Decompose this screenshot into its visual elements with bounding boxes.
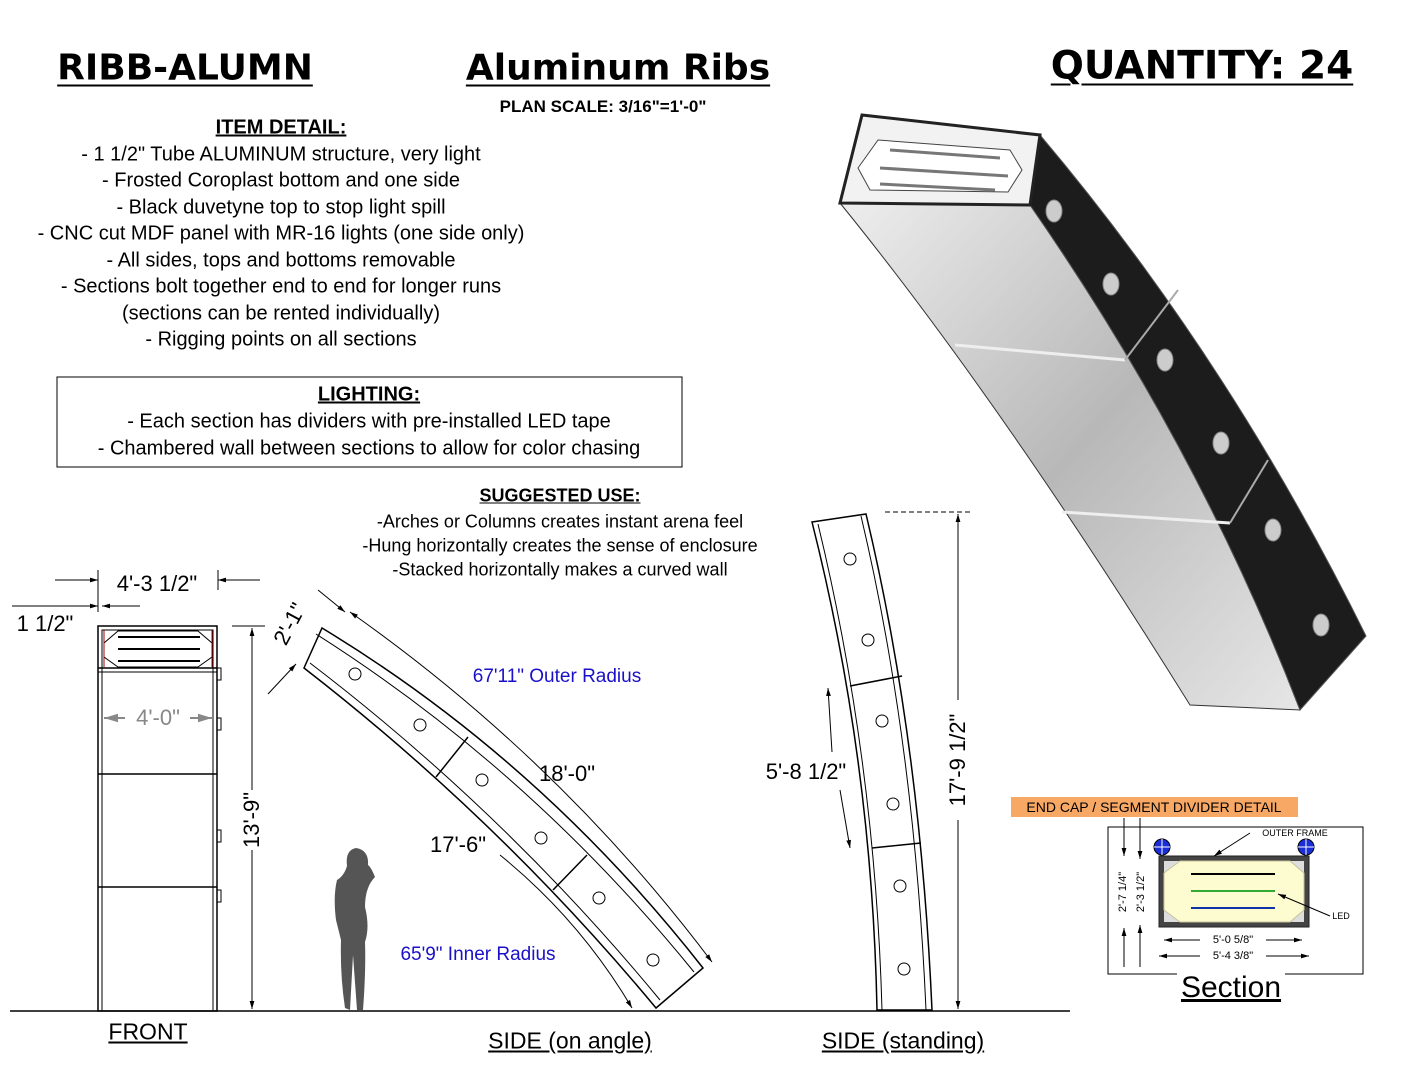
plan-scale: PLAN SCALE: 3/16"=1'-0" — [499, 97, 707, 116]
quantity: QUANTITY: 24 — [1050, 43, 1354, 89]
front-view — [12, 570, 265, 1012]
item-detail-line: - All sides, tops and bottoms removable — [106, 249, 456, 272]
item-detail-heading: ITEM DETAIL: — [215, 116, 347, 139]
item-detail-line: - Frosted Coroplast bottom and one side — [102, 169, 460, 192]
person-silhouette — [334, 848, 375, 1010]
lighting-box — [56, 376, 683, 468]
outer-radius: 67'11" Outer Radius — [472, 666, 642, 687]
section-outer-width: 5'-4 3/8" — [1212, 950, 1254, 962]
front-inner-width: 4'-0" — [136, 705, 180, 730]
front-outer-width: 4'-3 1/2" — [116, 571, 198, 596]
section-outer-height: 2'-7 1/4" — [1117, 871, 1129, 913]
page-title: Aluminum Ribs — [465, 47, 771, 89]
side-standing-label: SIDE (standing) — [821, 1027, 985, 1054]
item-detail-line: - Rigging points on all sections — [145, 328, 417, 351]
item-code: RIBB-ALUMN — [57, 47, 313, 89]
suggested-use-line: -Hung horizontally creates the sense of … — [362, 535, 758, 556]
section-title-highlight — [1011, 797, 1298, 817]
section-title: END CAP / SEGMENT DIVIDER DETAIL — [1026, 799, 1282, 815]
item-detail-line: (sections can be rented individually) — [122, 302, 440, 325]
front-view-label: FRONT — [108, 1018, 188, 1045]
item-detail-line: - CNC cut MDF panel with MR-16 lights (o… — [37, 222, 525, 245]
section-label: Section — [1180, 971, 1282, 1004]
item-detail-line: - Sections bolt together end to end for … — [60, 275, 502, 298]
rib-3d-render — [838, 113, 1367, 711]
front-height: 13'-9" — [239, 791, 264, 849]
side-angle-label: SIDE (on angle) — [488, 1027, 652, 1054]
section-inner-height: 2'-3 1/2" — [1135, 871, 1147, 913]
standing-height: 17'-9 1/2" — [945, 713, 970, 807]
segment-length: 5'-8 1/2" — [765, 759, 847, 784]
lighting-line: - Chambered wall between sections to all… — [97, 437, 641, 460]
suggested-use-heading: SUGGESTED USE: — [479, 485, 641, 506]
section-inner-width: 5'-0 5/8" — [1212, 934, 1254, 946]
front-tube-size: 1 1/2" — [16, 611, 74, 636]
side-standing-view — [811, 511, 970, 1011]
side-angle-view — [267, 589, 713, 1010]
lighting-heading: LIGHTING: — [317, 383, 421, 406]
led-label: LED — [1332, 911, 1350, 921]
lighting-line: - Each section has dividers with pre-ins… — [127, 410, 611, 433]
item-detail-line: - 1 1/2" Tube ALUMINUM structure, very l… — [81, 143, 481, 166]
inner-length: 17'-6" — [429, 832, 487, 857]
outer-length: 18'-0" — [538, 761, 596, 786]
suggested-use-line: -Arches or Columns creates instant arena… — [376, 511, 744, 532]
outer-frame-label: OUTER FRAME — [1262, 828, 1328, 838]
item-detail-line: - Black duvetyne top to stop light spill — [116, 196, 446, 219]
section-detail — [1011, 797, 1364, 975]
suggested-use-line: -Stacked horizontally makes a curved wal… — [392, 559, 728, 580]
inner-radius: 65'9" Inner Radius — [400, 944, 556, 965]
